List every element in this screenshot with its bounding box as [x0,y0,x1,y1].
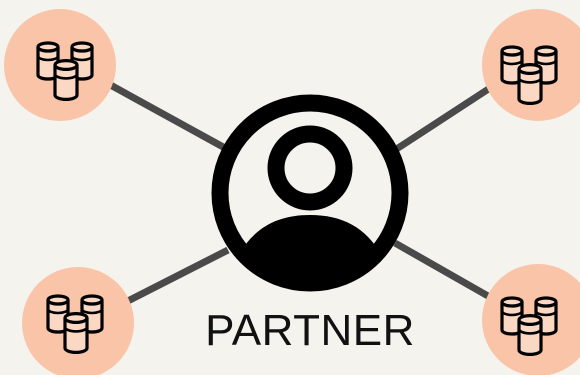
connector-top-right [393,85,492,153]
node-bottom-right [482,264,580,375]
user-icon [211,94,409,292]
connector-bottom-left [116,246,230,310]
connectors [103,78,497,310]
connector-top-left [103,78,227,152]
node-bottom-left [22,267,134,375]
node-top-right [482,9,580,121]
connector-bottom-right [393,239,497,304]
node-top-left [4,9,116,121]
partner-label: PARTNER [205,306,415,355]
